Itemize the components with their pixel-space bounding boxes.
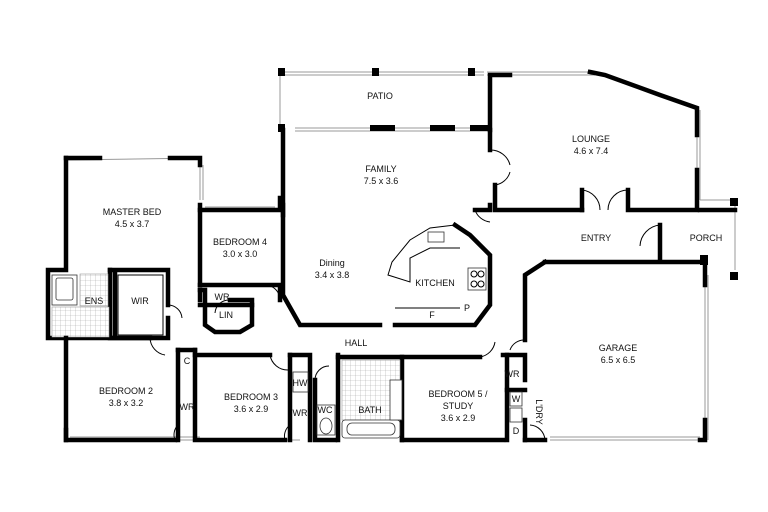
- washer-label: W: [512, 394, 521, 404]
- pantry-label: P: [464, 303, 470, 313]
- doors-layer: [149, 149, 661, 441]
- room-labels: PATIO LOUNGE 4.6 x 7.4 FAMILY 7.5 x 3.6 …: [99, 91, 722, 423]
- master-bed-dims: 4.5 x 3.7: [115, 219, 150, 229]
- bedroom-4-dims: 3.0 x 3.0: [223, 249, 258, 259]
- bedroom-3-label: BEDROOM 3: [224, 392, 278, 402]
- ensuite-label: ENS: [85, 296, 104, 306]
- fridge-label: F: [429, 310, 435, 320]
- lounge-dims: 4.6 x 7.4: [574, 146, 609, 156]
- bedroom-3-dims: 3.6 x 2.9: [234, 404, 269, 414]
- bedroom-2-dims: 3.8 x 3.2: [109, 398, 144, 408]
- cupboard-label: C: [184, 356, 191, 366]
- laundry-label: L'DRY: [534, 399, 544, 425]
- wc-label: WC: [318, 405, 333, 415]
- fixture-labels: ENS WIR WR LIN C WR WR HW WC BATH WR W D…: [85, 292, 544, 436]
- dining-label: Dining: [319, 258, 345, 268]
- hot-water-label: HW: [293, 378, 308, 388]
- master-bed-label: MASTER BED: [103, 207, 162, 217]
- lounge-label: LOUNGE: [572, 134, 610, 144]
- family-dims: 7.5 x 3.6: [364, 176, 399, 186]
- kitchen-label: KITCHEN: [415, 278, 455, 288]
- bedroom-3-wr-label: WR: [293, 408, 308, 418]
- bedroom-2-label: BEDROOM 2: [99, 386, 153, 396]
- wir-label: WIR: [131, 296, 149, 306]
- patio-label: PATIO: [367, 91, 393, 101]
- bedroom-5-dims: 3.6 x 2.9: [441, 413, 476, 423]
- bedroom-2-wr-label: WR: [180, 402, 195, 412]
- dryer-label: D: [513, 426, 520, 436]
- linen-label: LIN: [219, 310, 233, 320]
- garage-dims: 6.5 x 6.5: [601, 355, 636, 365]
- dining-dims: 3.4 x 3.8: [315, 270, 350, 280]
- entry-label: ENTRY: [581, 233, 611, 243]
- laundry-wr-label: WR: [505, 369, 520, 379]
- bedroom-4-label: BEDROOM 4: [213, 237, 267, 247]
- porch-label: PORCH: [690, 233, 723, 243]
- family-label: FAMILY: [365, 164, 396, 174]
- bath-label: BATH: [358, 405, 381, 415]
- bedroom-5-label: BEDROOM 5 /: [428, 389, 488, 399]
- bedroom-4-wr-label: WR: [215, 292, 230, 302]
- hall-label: HALL: [345, 338, 368, 348]
- study-label: STUDY: [443, 401, 474, 411]
- walls-layer: [45, 68, 738, 443]
- garage-label: GARAGE: [599, 343, 638, 353]
